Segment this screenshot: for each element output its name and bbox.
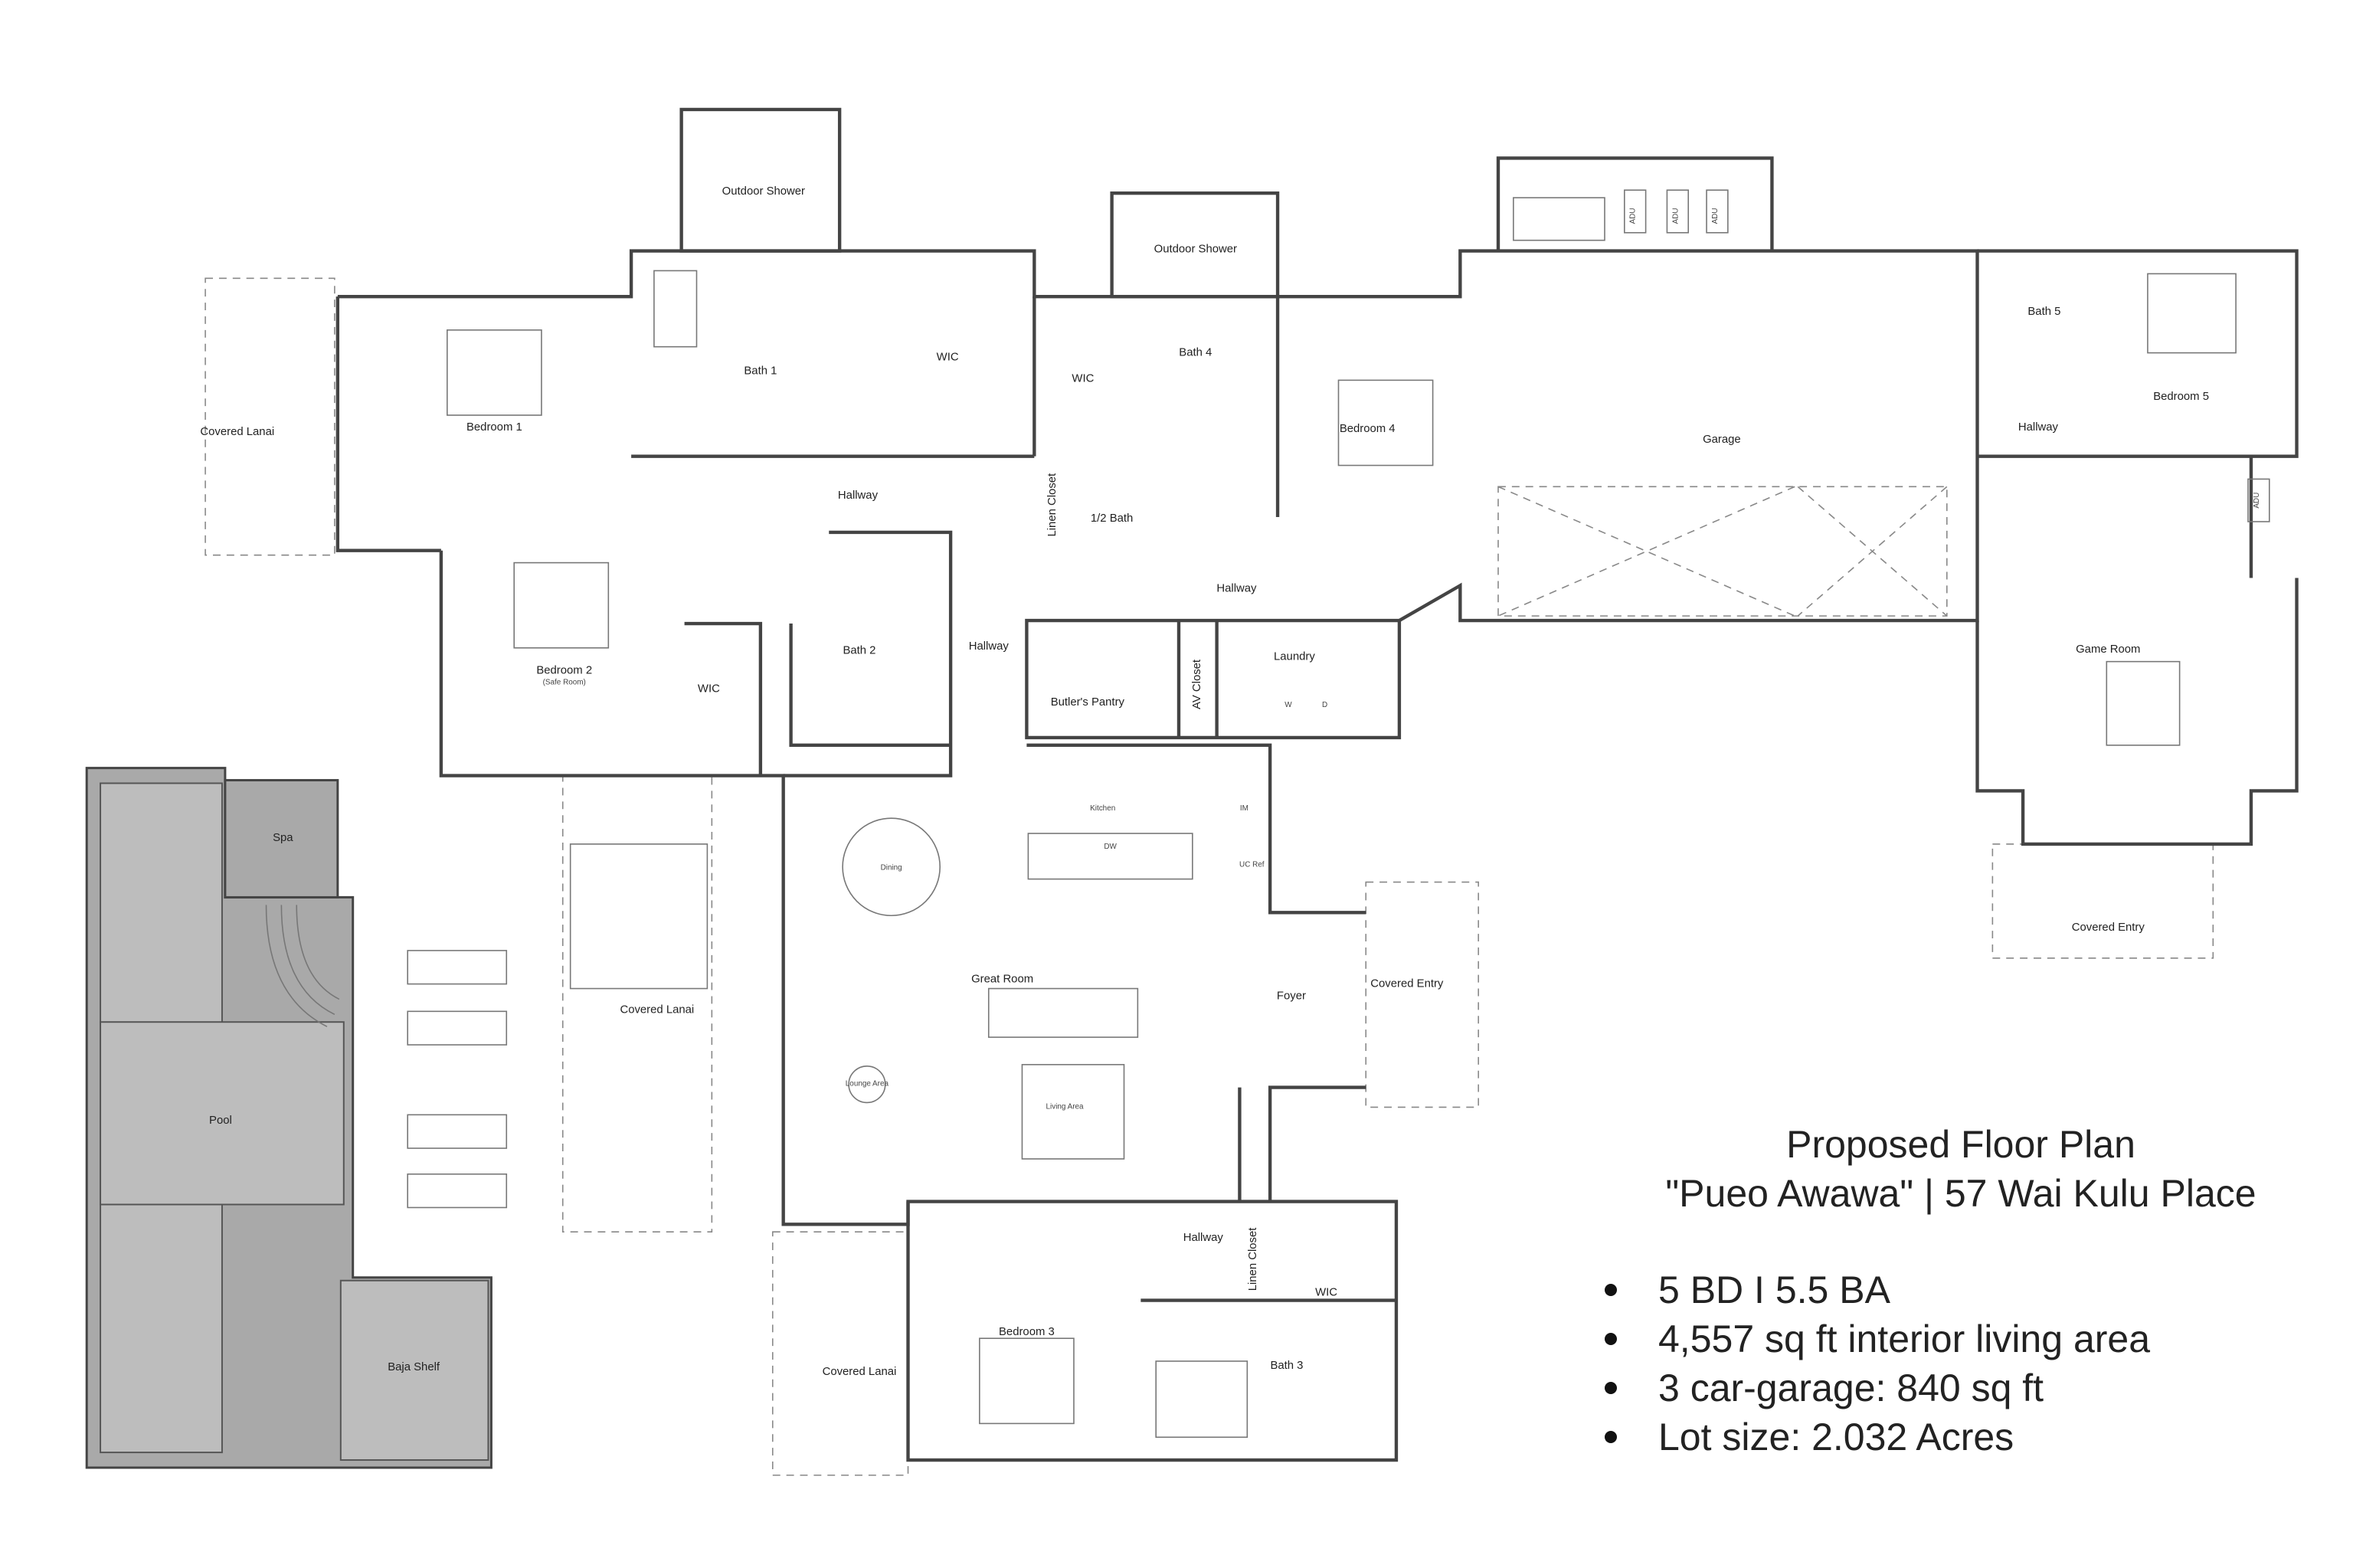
room-labels: Covered Lanai Bedroom 1 Outdoor Shower B… (200, 185, 2260, 1378)
label-hallway-west: Hallway (969, 640, 1010, 653)
label-dryer: D (1322, 701, 1327, 709)
fact-lot-size: Lot size: 2.032 Acres (1605, 1413, 2150, 1462)
label-hallway-south: Hallway (1183, 1232, 1224, 1244)
kitchen-island (1027, 833, 1193, 880)
fact-living-area: 4,557 sq ft interior living area (1605, 1314, 2150, 1363)
covered-lanai-3-outline (771, 1231, 909, 1476)
label-covered-entry-2: Covered Entry (2072, 921, 2145, 934)
label-wic-4: WIC (1072, 372, 1094, 385)
label-uc-ref: UC Ref (1239, 861, 1265, 869)
label-dw: DW (1104, 843, 1117, 851)
label-wic-3: WIC (1315, 1287, 1337, 1299)
baja-shelf (339, 1279, 489, 1462)
label-laundry: Laundry (1274, 651, 1315, 663)
label-wic-1: WIC (937, 352, 959, 364)
covered-entry-2-outline (1991, 843, 2214, 959)
walls (335, 107, 2299, 1462)
label-covered-lanai-3: Covered Lanai (823, 1366, 897, 1378)
label-adu-4: ADU (2253, 493, 2261, 509)
label-safe-room: (Safe Room) (543, 678, 586, 686)
label-kitchen: Kitchen (1090, 804, 1115, 813)
pool-area (85, 767, 493, 1469)
label-butlers-pantry: Butler's Pantry (1051, 696, 1125, 709)
label-washer: W (1284, 701, 1292, 709)
label-covered-lanai-1: Covered Lanai (200, 426, 274, 438)
label-baja-shelf: Baja Shelf (388, 1361, 440, 1373)
label-adu-2: ADU (1671, 208, 1680, 224)
fact-bed-bath: 5 BD I 5.5 BA (1605, 1265, 2150, 1314)
plan-title-line-1: Proposed Floor Plan (1786, 1123, 2135, 1166)
dining-table (842, 817, 941, 917)
bed-4 (1337, 379, 1434, 466)
label-lounge-area: Lounge Area (846, 1080, 889, 1088)
bed-3 (979, 1337, 1075, 1425)
furniture (407, 189, 2270, 1439)
bed-5 (2147, 273, 2237, 354)
label-spa: Spa (273, 832, 293, 844)
fact-garage: 3 car-garage: 840 sq ft (1605, 1363, 2150, 1413)
label-bath-3: Bath 3 (1270, 1360, 1303, 1372)
label-living-area: Living Area (1046, 1102, 1085, 1111)
covered-entry-1-outline (1365, 881, 1479, 1108)
label-game-room: Game Room (2076, 643, 2140, 656)
label-outdoor-shower-2: Outdoor Shower (1154, 244, 1237, 256)
label-bedroom-1: Bedroom 1 (466, 421, 522, 434)
plan-title: Proposed Floor Plan "Pueo Awawa" | 57 Wa… (1654, 1120, 2267, 1218)
label-garage: Garage (1703, 434, 1741, 446)
label-dining: Dining (881, 864, 902, 872)
label-av-closet: AV Closet (1191, 659, 1203, 709)
label-linen-closet-1: Linen Closet (1046, 473, 1059, 537)
label-hallway-center: Hallway (1216, 582, 1257, 594)
spa (224, 779, 339, 899)
label-linen-closet-3: Linen Closet (1247, 1227, 1259, 1291)
bed-2 (513, 561, 610, 649)
label-wic-2: WIC (698, 683, 720, 695)
plan-title-line-2: "Pueo Awawa" | 57 Wai Kulu Place (1665, 1172, 2256, 1215)
label-bath-4: Bath 4 (1179, 347, 1212, 359)
label-half-bath: 1/2 Bath (1091, 512, 1133, 525)
label-im: IM (1240, 804, 1248, 813)
label-outdoor-shower-1: Outdoor Shower (722, 185, 805, 198)
label-bath-1: Bath 1 (744, 365, 777, 377)
label-bedroom-5: Bedroom 5 (2153, 391, 2209, 403)
label-pool: Pool (209, 1115, 232, 1127)
label-great-room: Great Room (971, 974, 1033, 986)
label-hallway-main: Hallway (838, 489, 879, 502)
label-adu-3: ADU (1711, 208, 1720, 224)
label-covered-entry-1: Covered Entry (1370, 978, 1444, 990)
bed-1 (447, 329, 542, 416)
label-bedroom-3: Bedroom 3 (999, 1326, 1055, 1338)
label-bedroom-4: Bedroom 4 (1340, 423, 1396, 435)
property-facts-list: 5 BD I 5.5 BA 4,557 sq ft interior livin… (1605, 1265, 2150, 1462)
label-foyer: Foyer (1277, 990, 1306, 1002)
label-bath-5: Bath 5 (2027, 306, 2060, 318)
label-bath-2: Bath 2 (843, 645, 875, 657)
label-hallway-5: Hallway (2018, 421, 2059, 434)
covered-lanai-1-outline (205, 277, 335, 556)
label-covered-lanai-2: Covered Lanai (620, 1003, 694, 1016)
label-adu-1: ADU (1629, 208, 1638, 224)
label-bedroom-2: Bedroom 2 (536, 665, 592, 677)
